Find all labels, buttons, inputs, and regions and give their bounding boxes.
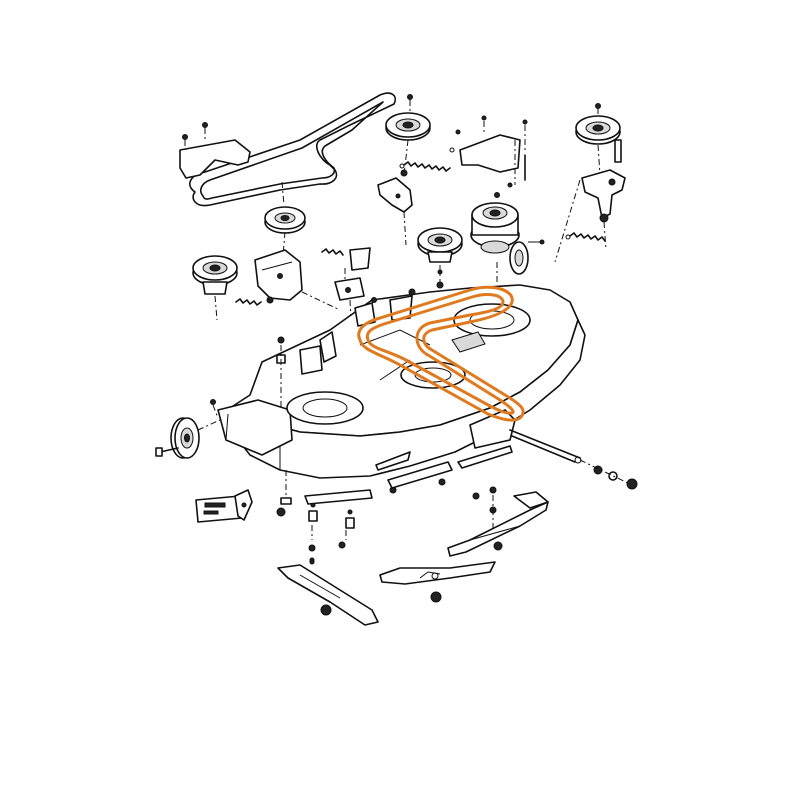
- idler-bracket-left: [235, 249, 341, 311]
- gauge-wheel: [155, 417, 221, 459]
- spindle-pulley-top-right: [575, 103, 622, 176]
- tension-spring-right: [565, 232, 606, 242]
- tension-spring-top: [399, 147, 455, 172]
- idler-arm-right: [554, 169, 626, 263]
- mower-blade-right: [447, 491, 549, 557]
- idler-bracket-center: [377, 169, 413, 246]
- spindle-pulley-left: [192, 255, 238, 321]
- hardware-nuts-bolts-bottom: [276, 459, 638, 616]
- spindle-pulley-center: [417, 227, 463, 285]
- baffles: [304, 445, 513, 505]
- spindle-pulley-top-center: [385, 94, 431, 176]
- deck-belt-highlighted: [357, 285, 525, 422]
- decal: [195, 489, 253, 523]
- drive-belt: [189, 92, 396, 207]
- belt-guard-right: [455, 115, 528, 188]
- mower-blade-left: [277, 559, 379, 626]
- belt-guard: [179, 122, 251, 179]
- idler-pulley-left: [264, 181, 306, 256]
- spindle-pulley-center-right: [470, 192, 520, 285]
- hardware-nuts-bolts-left: [210, 336, 286, 419]
- mower-blade-center: [379, 561, 496, 585]
- idler-pulley-right: [509, 239, 545, 275]
